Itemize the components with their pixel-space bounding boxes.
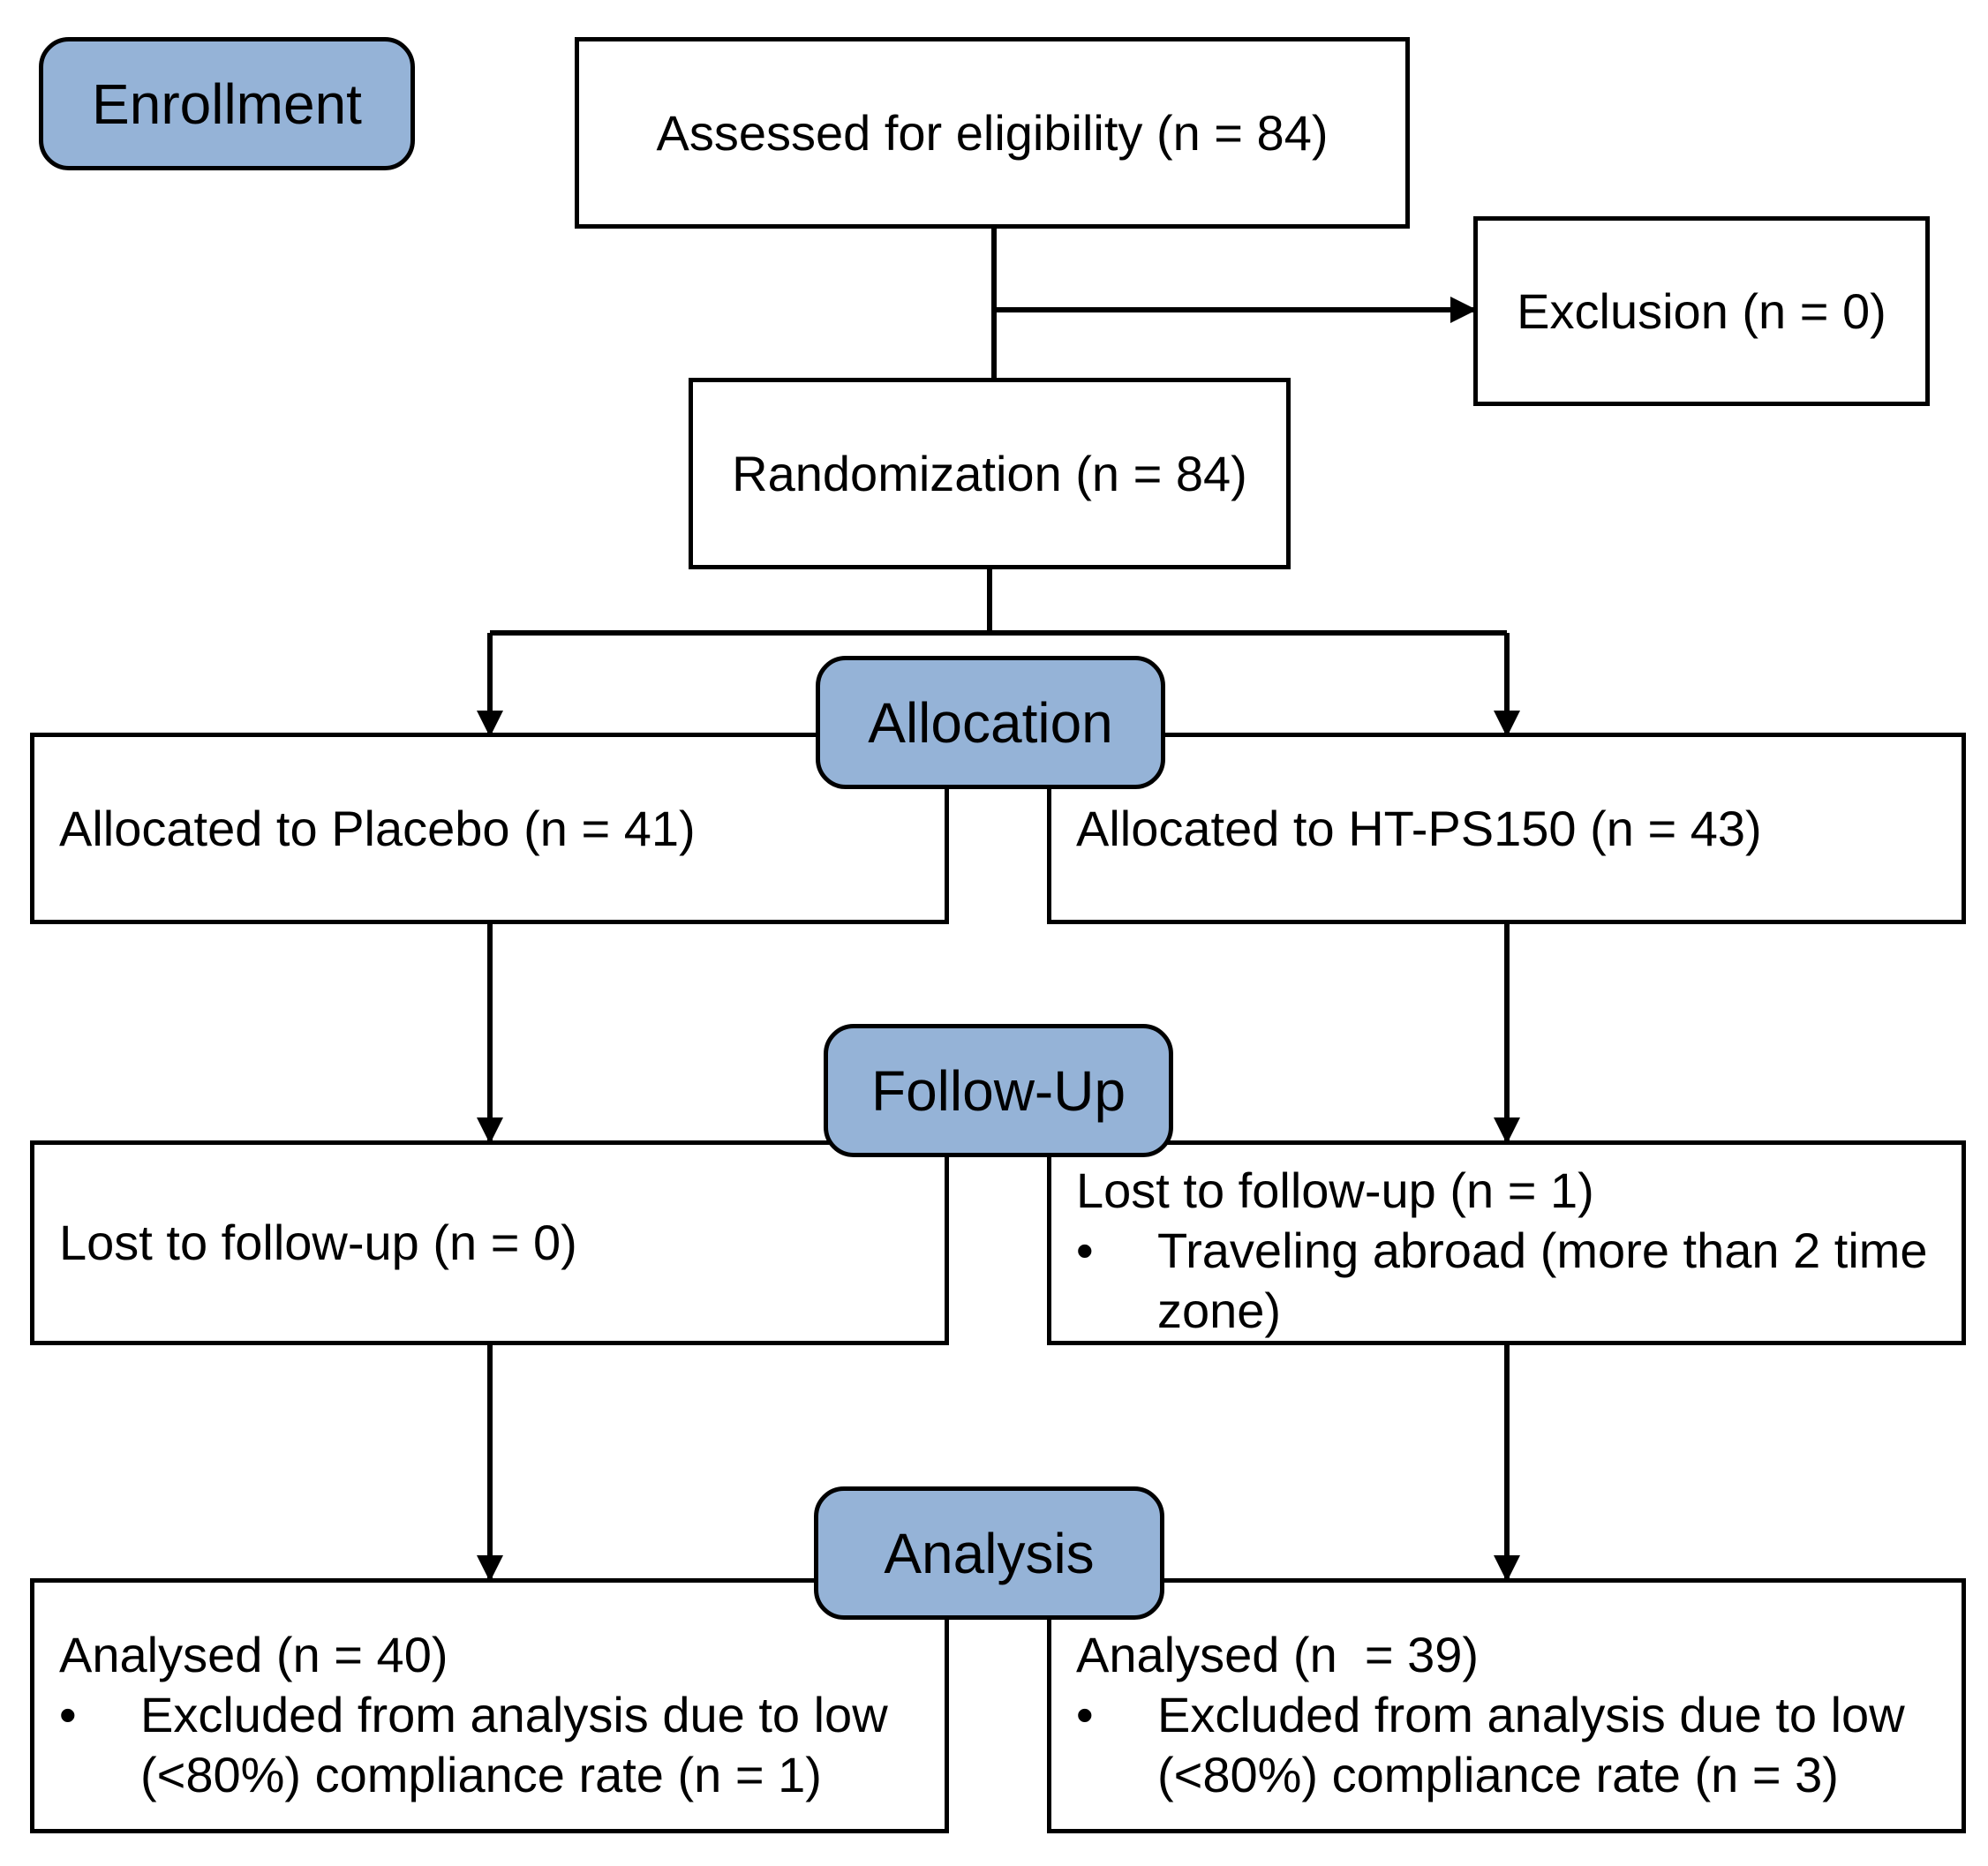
treatment-allocated-text: Allocated to HT-PS150 (n = 43) [1076, 800, 1762, 856]
exclusion-box: Exclusion (n = 0) [1473, 216, 1930, 406]
bullet-icon: • [1076, 1687, 1094, 1742]
bullet-icon: • [1076, 1223, 1094, 1278]
treatment-lost-box: Lost to follow-up (n = 1) • Traveling ab… [1047, 1140, 1966, 1345]
placebo-analysis-note: • Excluded from analysis due to low (<80… [59, 1685, 927, 1805]
placebo-lost-text: Lost to follow-up (n = 0) [59, 1215, 577, 1270]
treatment-allocated-box: Allocated to HT-PS150 (n = 43) [1047, 733, 1966, 924]
exclusion-text: Exclusion (n = 0) [1517, 282, 1886, 339]
treatment-analysis-note-text: Excluded from analysis due to low (<80%)… [1157, 1687, 1905, 1802]
placebo-analysed-box: Analysed (n = 40) • Excluded from analys… [30, 1578, 949, 1833]
treatment-analysed-text: Analysed (n = 39) [1076, 1627, 1480, 1682]
analysis-stage-text: Analysis [884, 1521, 1095, 1585]
treatment-analysed-box: Analysed (n = 39) • Excluded from analys… [1047, 1578, 1966, 1833]
assessed-eligibility-box: Assessed for eligibility (n = 84) [575, 37, 1410, 229]
treatment-lost-note: • Traveling abroad (more than 2 time zon… [1076, 1221, 1944, 1341]
analysis-stage-label: Analysis [814, 1486, 1164, 1620]
placebo-lost-box: Lost to follow-up (n = 0) [30, 1140, 949, 1345]
allocation-stage-label: Allocation [816, 656, 1165, 789]
follow-up-stage-label: Follow-Up [824, 1024, 1173, 1157]
placebo-analysed-text: Analysed (n = 40) [59, 1627, 448, 1682]
placebo-allocated-text: Allocated to Placebo (n = 41) [59, 800, 696, 856]
placebo-analysis-note-text: Excluded from analysis due to low (<80%)… [140, 1687, 888, 1802]
randomization-box: Randomization (n = 84) [689, 378, 1291, 569]
assessed-eligibility-text: Assessed for eligibility (n = 84) [656, 104, 1329, 161]
follow-up-stage-text: Follow-Up [870, 1058, 1126, 1123]
treatment-lost-note-text: Traveling abroad (more than 2 time zone) [1157, 1223, 1928, 1338]
enrollment-stage-label: Enrollment [39, 37, 415, 170]
treatment-analysis-note: • Excluded from analysis due to low (<80… [1076, 1685, 1944, 1805]
placebo-allocated-box: Allocated to Placebo (n = 41) [30, 733, 949, 924]
enrollment-stage-text: Enrollment [92, 71, 362, 136]
treatment-lost-text: Lost to follow-up (n = 1) [1076, 1162, 1594, 1218]
bullet-icon: • [59, 1687, 77, 1742]
allocation-stage-text: Allocation [868, 690, 1113, 755]
randomization-text: Randomization (n = 84) [732, 445, 1247, 501]
